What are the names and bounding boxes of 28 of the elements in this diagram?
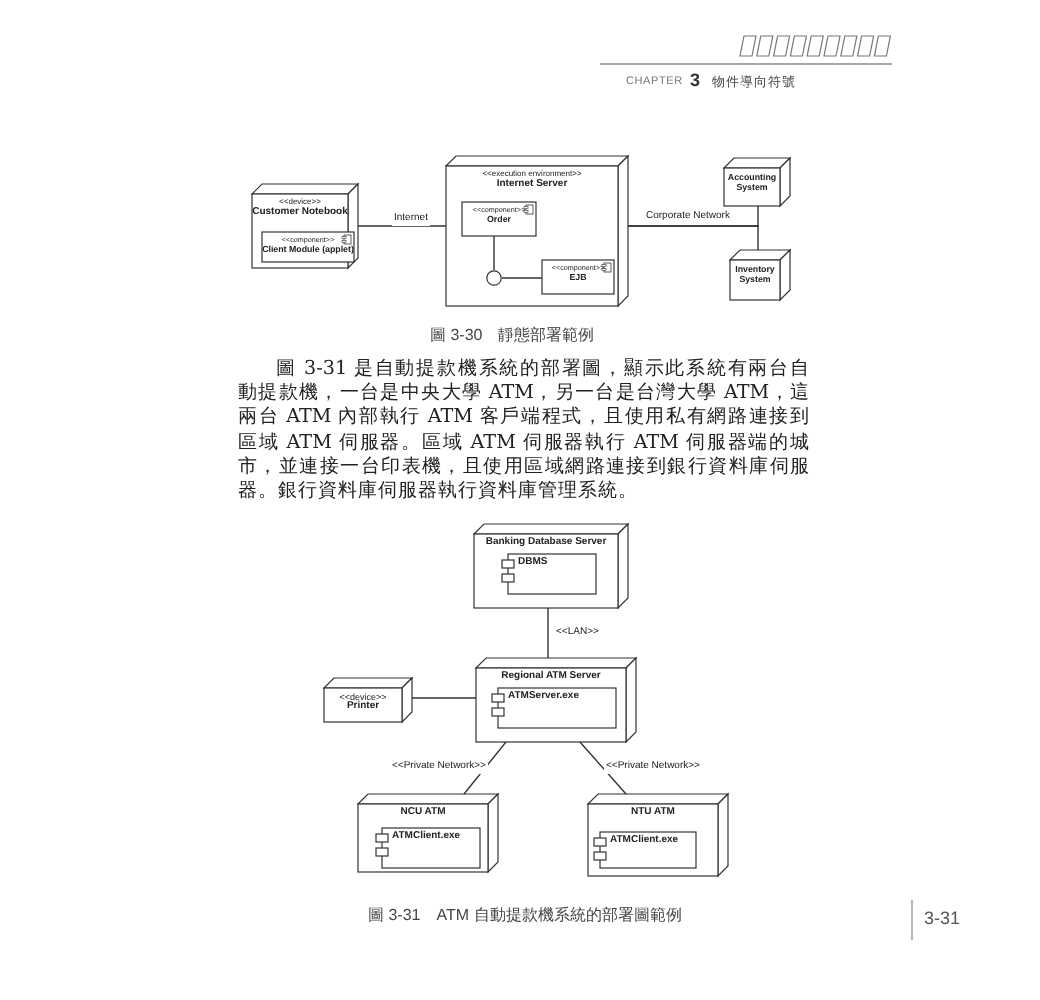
connector-line (493, 235, 495, 271)
component-box (502, 554, 596, 594)
node-box (474, 524, 628, 608)
node-box (446, 156, 628, 306)
node-box (358, 794, 498, 872)
connector-line (627, 225, 759, 251)
node-box (724, 158, 790, 206)
component-box (542, 260, 614, 294)
node-box (252, 184, 358, 268)
node-box (730, 250, 790, 300)
component-box (594, 832, 696, 868)
node-box (588, 794, 728, 876)
connector-line (411, 697, 477, 699)
connector-line (579, 741, 627, 795)
node-box (476, 658, 636, 742)
connector-line (501, 277, 543, 279)
body-paragraph: 圖 3-31 是自動提款機系統的部署圖，顯示此系統有兩台自動提款機，一台是中央大學 ATM，另一台是台灣大學 ATM，這兩台 ATM 內部執行 ATM 客戶端程式，且使用私有網路連接到區域 ATM 伺服器。區域 ATM 伺服器執行 ATM 伺服器端的城市，並連接一台印表機，且使用區域網路連接到銀行資料庫伺服器。銀行資料庫伺服器執行資料庫管理系統。 (238, 358, 810, 505)
connector-line (357, 225, 447, 227)
figure-caption: 圖 3-30 靜態部署範例 (430, 324, 595, 346)
node-box (324, 678, 412, 722)
component-box (376, 828, 480, 868)
page-number: 3-31 (924, 908, 961, 928)
component-box (492, 688, 616, 728)
connector-line (547, 607, 549, 659)
chapter-number: 3 (690, 70, 701, 90)
component-box (462, 202, 536, 236)
figure-caption: 圖 3-31 ATM 自動提款機系統的部署圖範例 (368, 904, 682, 926)
interface-circle (486, 270, 502, 286)
